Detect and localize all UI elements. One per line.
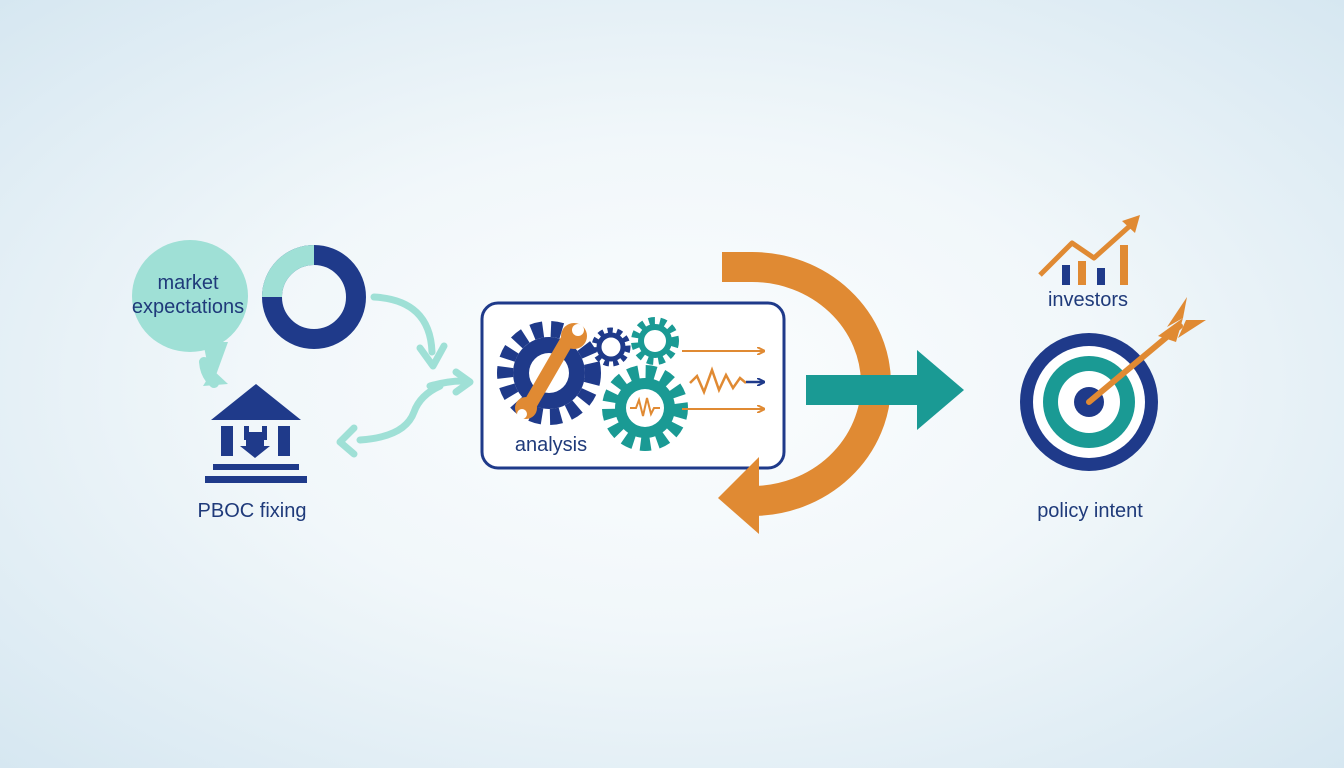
small-teal-gear-icon [631,317,679,365]
policy-intent-label: policy intent [1037,500,1143,522]
speech-bubble-icon [132,240,248,388]
analysis-node: analysis [480,301,786,470]
market-expectations-node: market expectations [132,240,248,388]
investors-node: investors [1038,215,1140,311]
investors-label: investors [1048,289,1128,311]
arrowhead-left-icon [336,424,358,458]
arrow-down-icon [240,432,270,458]
analysis-label: analysis [515,434,587,456]
gear-wrench-icon [497,321,601,425]
donut-chart-icon [262,245,366,349]
signal-lines [682,351,764,409]
market-expectations-label-line2: expectations [132,296,244,318]
bar-chart-trend-icon [1038,215,1140,285]
bank-building-icon [205,384,307,483]
market-expectations-label-line1: market [157,272,219,294]
policy-intent-node: policy intent [1020,297,1206,522]
arrowhead-down-icon [416,342,448,370]
teal-gear-wave-icon [602,365,688,451]
arrowhead-right-icon [452,368,474,396]
teal-right-arrow-icon [806,350,964,430]
pboc-fixing-label: PBOC fixing [198,500,307,522]
flow-arrows-left [336,293,474,458]
small-gear-icon [591,327,631,367]
target-arrow-icon [1020,297,1206,471]
